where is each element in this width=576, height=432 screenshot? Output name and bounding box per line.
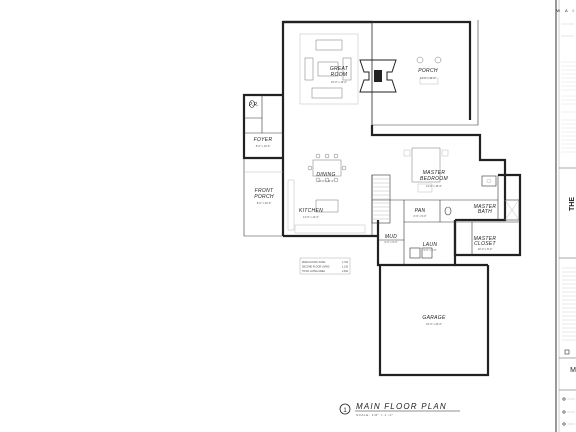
room-dining-name: DINING [316, 172, 335, 178]
front-porch-outline [243, 158, 283, 237]
room-front-porch-dims: 8'-0" x 20'-0" [257, 201, 272, 205]
room-mud: MUD 6'-0" x 6'-0" [384, 234, 397, 244]
room-laun-name: LAUN [423, 242, 438, 248]
room-pan-name: PAN [415, 208, 426, 214]
sqft-label-1: MAIN FLOOR LIVING [302, 261, 326, 264]
room-foyer-name: FOYER [254, 137, 273, 143]
room-pan: PAN 6'-0" x 5'-0" [413, 208, 426, 218]
room-kitchen: KITCHEN 14'-0" x 12'-0" [299, 208, 323, 219]
room-laun: LAUN 6'-0" x 8'-0" [423, 242, 438, 252]
room-foyer: FOYER 8'-0" x 10'-0" [254, 137, 273, 148]
porch-furniture [416, 56, 442, 85]
room-pr: P.R. [249, 102, 259, 108]
title-block-top-label: W A I [556, 8, 575, 13]
plan-title: MAIN FLOOR PLAN [356, 402, 447, 411]
master-bed [403, 147, 449, 193]
plan-scale: SCALE: 1/8" = 1'-0" [356, 413, 394, 417]
room-dining-dims: 14'-0" x 12'-0" [318, 179, 334, 183]
dining-furniture [307, 153, 347, 183]
title-block-revision-table [559, 267, 576, 359]
room-pan-dims: 6'-0" x 5'-0" [413, 214, 426, 218]
great-room-furniture [299, 33, 359, 105]
fireplace [359, 59, 397, 93]
room-garage-dims: 22'-0" x 24'-0" [426, 322, 442, 326]
room-laun-dims: 6'-0" x 8'-0" [423, 248, 436, 252]
title-block-footer [559, 389, 576, 426]
room-pr-name: P.R. [249, 102, 259, 108]
sqft-value-2: 1,120 [342, 266, 349, 269]
room-mud-name: MUD [385, 234, 397, 240]
laundry-appliances [409, 247, 433, 259]
room-porch-name: PORCH [418, 68, 438, 74]
room-master-bedroom-dims: 14'-0" x 16'-0" [426, 184, 442, 188]
room-garage: GARAGE 22'-0" x 24'-0" [422, 315, 446, 326]
room-kitchen-name: KITCHEN [299, 208, 323, 214]
room-foyer-dims: 8'-0" x 10'-0" [256, 144, 271, 148]
stair [371, 174, 391, 224]
room-mud-dims: 6'-0" x 6'-0" [384, 240, 397, 244]
room-porch: PORCH 13'-0" x 16'-0" [418, 68, 438, 80]
room-dining: DINING 14'-0" x 12'-0" [316, 172, 335, 183]
room-great-room-dims: 15'-0" x 16'-0" [331, 80, 347, 84]
kitchen-island [287, 179, 366, 234]
room-porch-dims: 13'-0" x 16'-0" [420, 76, 436, 80]
sqft-value-1: 1,724 [342, 261, 349, 264]
sqft-label-3: TOTAL LIVING AREA [302, 270, 325, 273]
sqft-value-3: 2,844 [342, 270, 349, 273]
plan-number-bubble [339, 403, 351, 415]
room-master-closet-dims: 10'-0" x 8'-0" [478, 247, 493, 251]
title-block: W A I THE [555, 0, 576, 432]
room-garage-name: GARAGE [422, 315, 446, 321]
title-block-vertical-title: THE [569, 197, 576, 211]
room-kitchen-dims: 14'-0" x 12'-0" [303, 215, 319, 219]
bath-fixtures [249, 100, 520, 221]
sqft-label-2: SECOND FLOOR LIVING [302, 266, 330, 269]
interior-walls [244, 22, 520, 265]
plan-number: 1 [343, 408, 347, 414]
square-footage-table: MAIN FLOOR LIVING 1,724 SECOND FLOOR LIV… [299, 257, 351, 275]
plan-title-block: 1 MAIN FLOOR PLAN SCALE: 1/8" = 1'-0" [339, 402, 460, 417]
title-block-bottom-letter: M [570, 367, 576, 374]
title-block-notes [559, 23, 576, 169]
